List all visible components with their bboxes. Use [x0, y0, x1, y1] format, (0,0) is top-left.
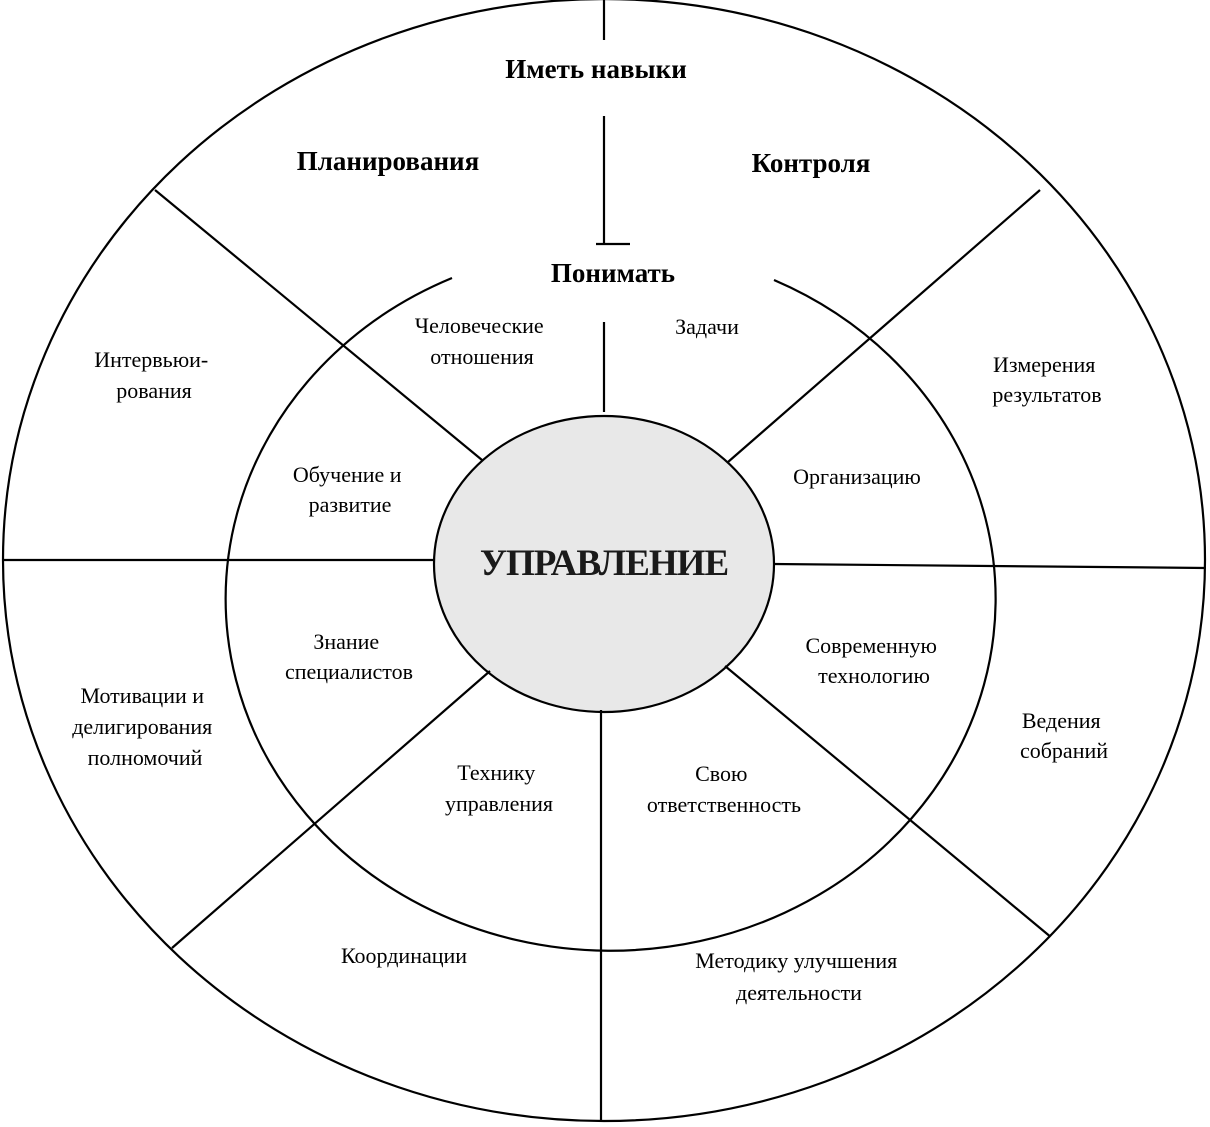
inner-label-tasks: Задачи: [675, 314, 739, 339]
spoke-right: [772, 562, 1206, 570]
center-label: УПРАВЛЕНИЕ: [480, 543, 728, 584]
inner-ring: [224, 276, 997, 952]
outer-label-interviewing: Интервьюи- рования: [94, 347, 214, 403]
inner-label-training: Обучение и развитие: [293, 462, 407, 517]
outer-label-improvement: Методику улучшения деятельности: [695, 948, 903, 1005]
outer-label-planning: Планирования: [297, 146, 479, 176]
inner-label-knowledge: Знание специалистов: [285, 629, 413, 684]
outer-label-measuring: Измерения результатов: [992, 352, 1101, 407]
inner-label-human-relations: Человеческие отношения: [415, 313, 549, 369]
outer-label-motivation: Мотивации и делигирования полномочий: [72, 683, 218, 770]
skills-header: Иметь навыки: [505, 54, 687, 84]
inner-label-organization: Организацию: [793, 464, 921, 489]
outer-label-meetings: Ведения собраний: [1020, 708, 1108, 763]
outer-label-control: Контроля: [752, 148, 871, 178]
understand-header: Понимать: [551, 258, 675, 288]
spoke-lower-right: [724, 665, 1053, 939]
spoke-upper-left: [154, 189, 483, 461]
inner-label-technique: Технику управления: [445, 760, 553, 816]
spoke-lower-left: [171, 670, 491, 949]
spoke-upper-right: [727, 189, 1041, 463]
inner-label-technology: Современную технологию: [806, 633, 943, 688]
inner-label-responsibility: Свою ответственность: [647, 761, 801, 817]
outer-label-coordination: Координации: [341, 943, 467, 968]
